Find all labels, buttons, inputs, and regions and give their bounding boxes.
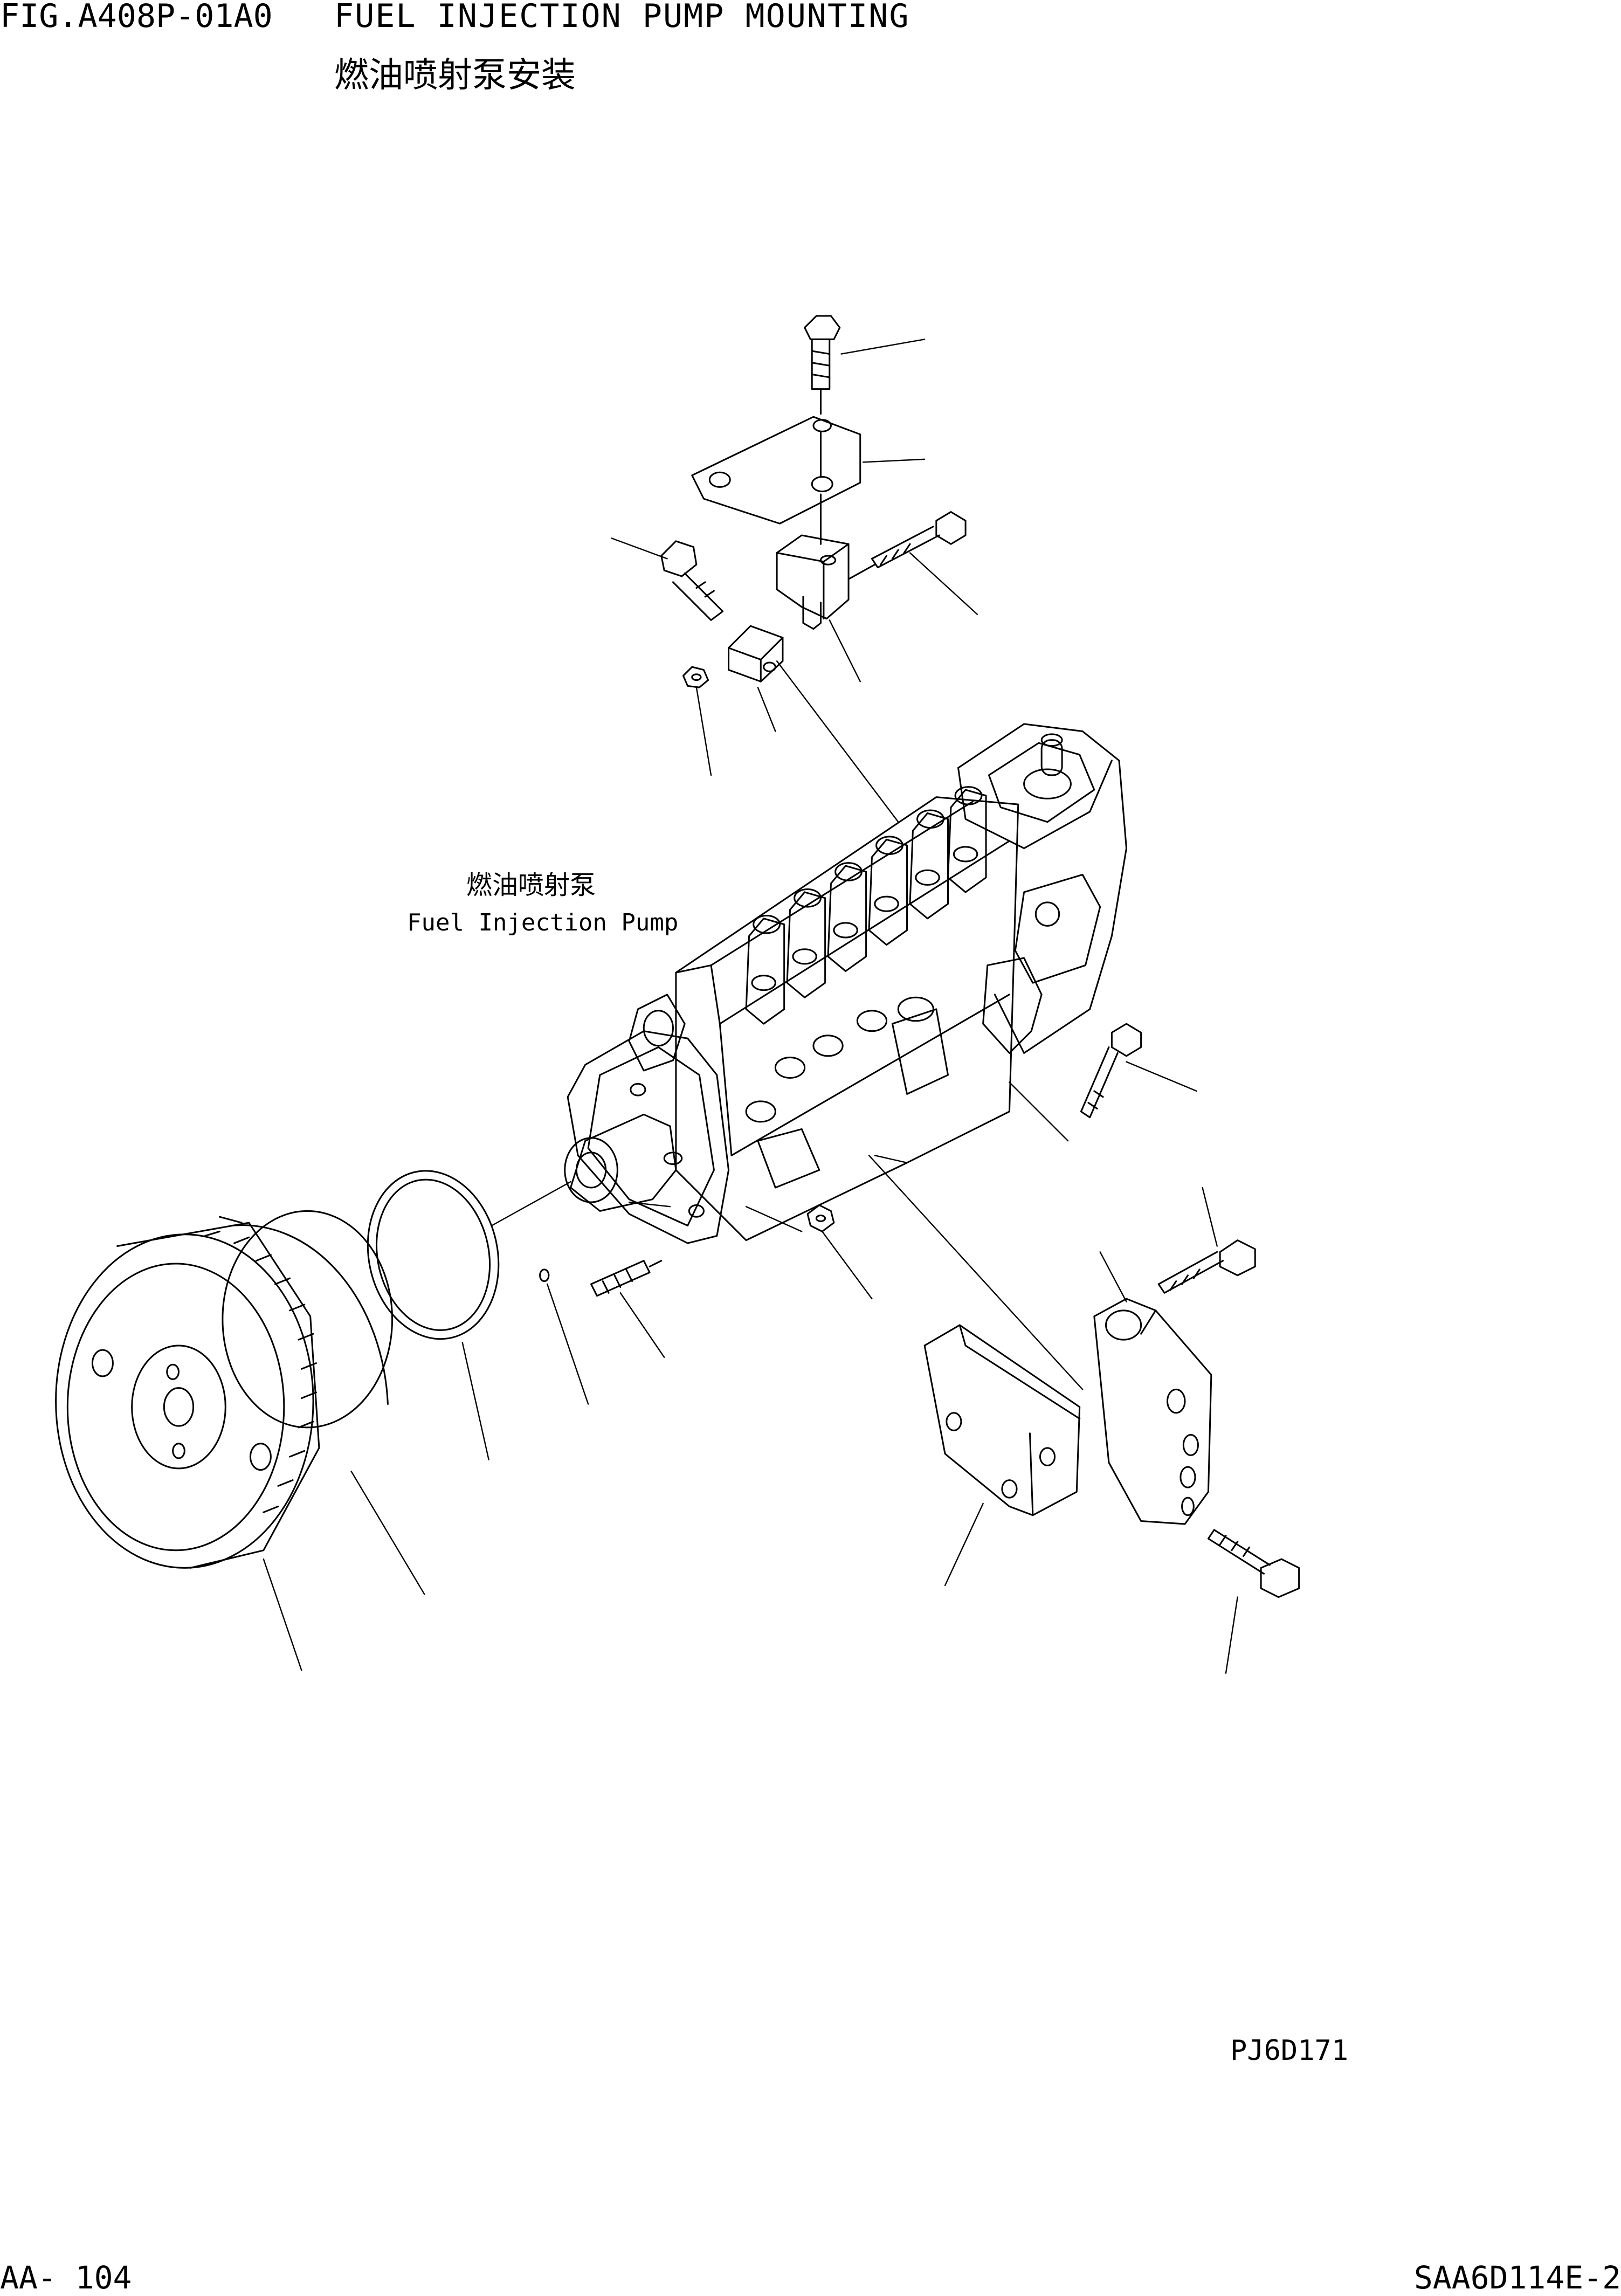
fuel-injection-pump xyxy=(565,724,1127,1243)
o-ring xyxy=(353,1159,514,1351)
drawing-reference-code: PJ6D171 xyxy=(1230,2035,1349,2067)
side-bolt-left xyxy=(661,541,723,620)
pump-front-flange xyxy=(568,995,728,1243)
stay-bolt-lower xyxy=(1208,1530,1299,1597)
delivery-valves xyxy=(746,787,986,1024)
figure-number: FIG.A408P-01A0 xyxy=(0,0,273,35)
bracket-block xyxy=(777,535,849,629)
pump-drive-shaft xyxy=(565,1114,676,1211)
figure-title-chinese: 燃油喷射泵安装 xyxy=(334,56,576,95)
lower-nut xyxy=(808,1205,834,1232)
pump-side-bolt xyxy=(1081,1024,1141,1118)
key-pin xyxy=(540,1270,549,1281)
top-flange-bolt xyxy=(805,316,840,414)
long-bolt-upper xyxy=(849,512,965,580)
bracket-plate xyxy=(692,417,860,544)
drive-gear xyxy=(56,1211,392,1568)
model-code: SAA6D114E-2 xyxy=(1413,2259,1621,2296)
pump-callout-chinese: 燃油喷射泵 xyxy=(466,870,596,900)
figure-title-english: FUEL INJECTION PUMP MOUNTING xyxy=(334,0,910,35)
pump-callout-english: Fuel Injection Pump xyxy=(407,909,679,936)
stay-bracket xyxy=(1094,1299,1211,1524)
small-nut xyxy=(683,667,708,687)
leader-lines xyxy=(264,339,1238,1673)
stud-bolt xyxy=(591,1261,661,1296)
pump-support-bracket xyxy=(925,1325,1080,1515)
page-number: AA- 104 xyxy=(0,2259,132,2296)
stay-bolt-upper xyxy=(1158,1240,1255,1293)
spacer-block xyxy=(729,626,783,681)
